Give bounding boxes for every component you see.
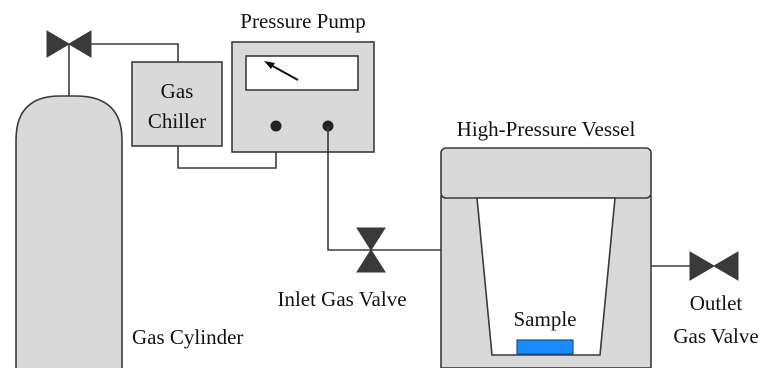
outlet-gas-valve-label-line2: Gas Valve (673, 324, 758, 348)
gas-chiller-label-line2: Chiller (148, 109, 206, 133)
pipe-pump-to-vessel (327, 126, 441, 251)
vessel-lid (440, 147, 652, 199)
pump-port-left (270, 120, 282, 132)
gas-cylinder-label: Gas Cylinder (132, 325, 243, 349)
inlet-gas-valve-label: Inlet Gas Valve (277, 287, 406, 311)
gas-chiller-label-line1: Gas (161, 79, 194, 103)
cylinder-valve-icon (46, 30, 92, 58)
pressure-gauge-window (245, 55, 359, 91)
sample (516, 339, 574, 355)
outlet-valve-icon (689, 251, 739, 281)
vessel-chamber (476, 197, 616, 356)
high-pressure-vessel-label: High-Pressure Vessel (457, 117, 636, 141)
inlet-valve-icon (356, 227, 386, 273)
gas-chiller (131, 61, 223, 147)
pipe-valve-to-chiller (91, 43, 179, 62)
gauge-needle-icon (264, 61, 299, 81)
pressure-pump-label: Pressure Pump (240, 9, 365, 33)
gas-cylinder (15, 95, 123, 368)
outlet-gas-valve-label-line1: Outlet (690, 291, 743, 315)
sample-label: Sample (514, 307, 577, 331)
